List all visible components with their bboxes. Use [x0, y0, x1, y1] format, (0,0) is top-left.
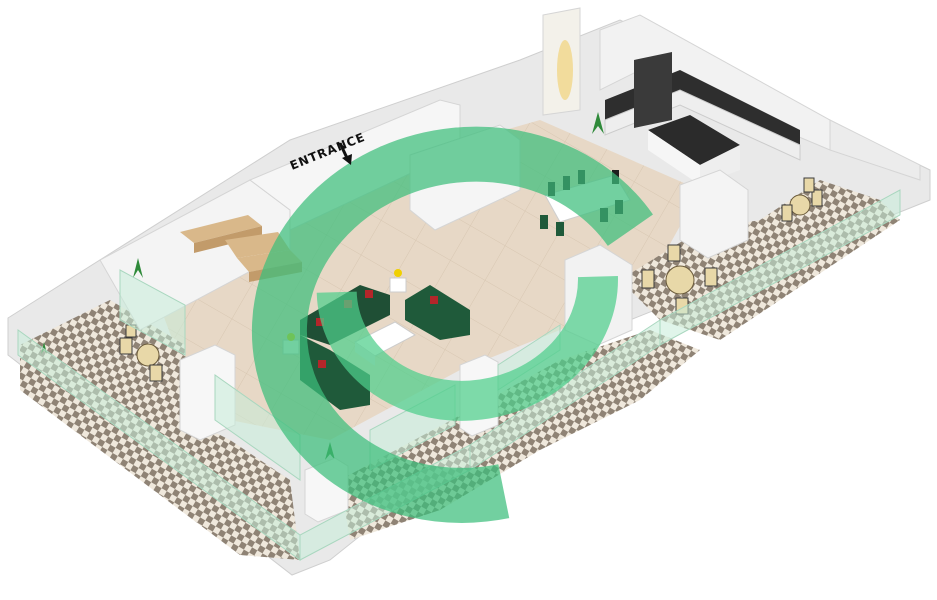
- left-terrace-furniture: [119, 324, 163, 382]
- brand-logo-watermark: [251, 126, 653, 523]
- right-wall: [829, 119, 921, 181]
- sofa-right: [405, 285, 470, 340]
- kitchen: [604, 52, 801, 185]
- right-terrace: [620, 180, 900, 340]
- right-terrace-furniture: [641, 177, 823, 315]
- arrow-down-icon: [338, 142, 352, 165]
- column-light: [557, 40, 573, 100]
- kitchen-island: [648, 115, 740, 165]
